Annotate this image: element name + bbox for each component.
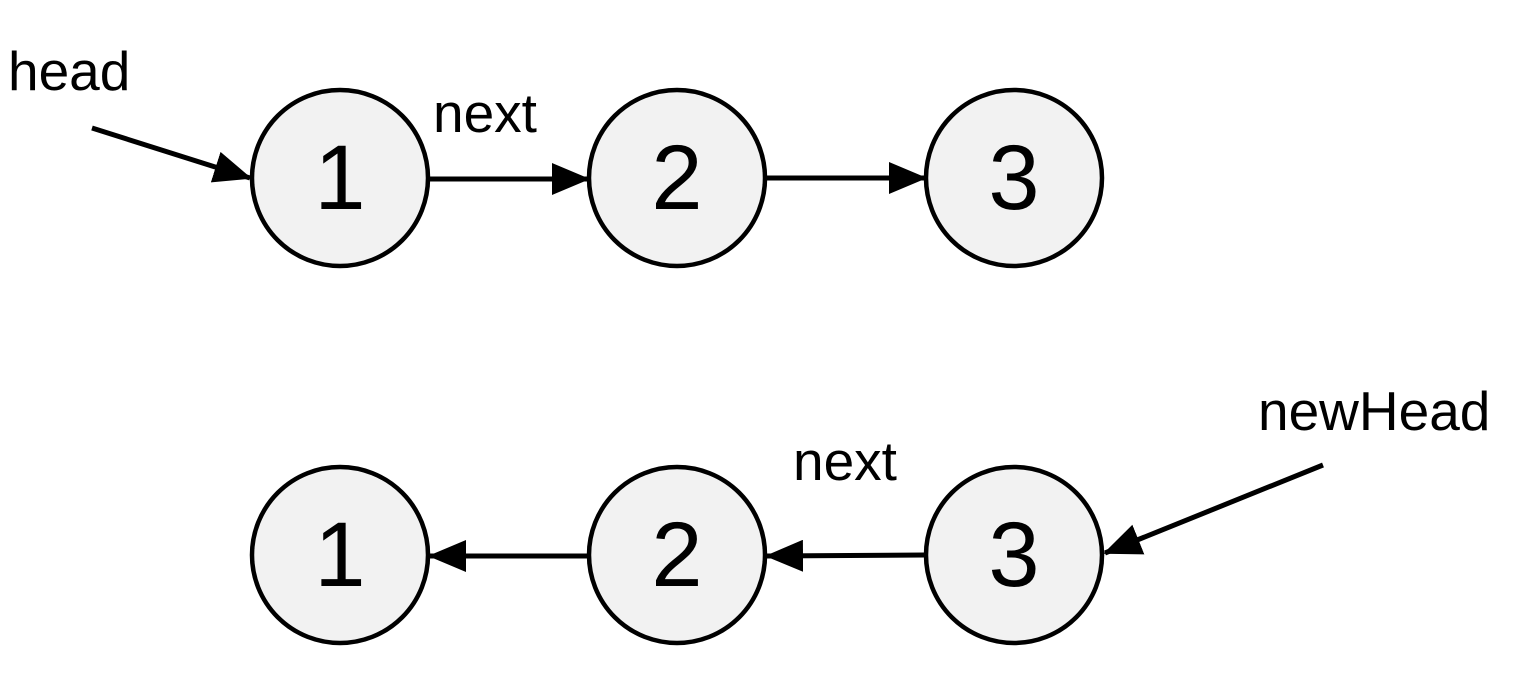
- list-node: 3: [923, 87, 1105, 269]
- node-value: 1: [314, 504, 365, 606]
- list-node: 3: [923, 464, 1105, 646]
- list-node: 2: [586, 464, 768, 646]
- original-list: head next 1 2 3: [8, 40, 1105, 269]
- node-value: 3: [988, 504, 1039, 606]
- next-label-bottom: next: [793, 430, 897, 492]
- new-head-pointer-arrow: [1103, 462, 1324, 556]
- list-node: 2: [586, 87, 768, 269]
- node-value: 2: [651, 127, 702, 229]
- head-pointer-arrow: [91, 125, 252, 183]
- new-head-label: newHead: [1258, 380, 1490, 442]
- node-value: 1: [314, 127, 365, 229]
- list-node: 1: [249, 464, 431, 646]
- next-label-top: next: [433, 82, 537, 144]
- node-value: 3: [988, 127, 1039, 229]
- node-value: 2: [651, 504, 702, 606]
- next-arrow-3-to-2: [765, 539, 926, 572]
- head-label: head: [8, 40, 130, 102]
- reversed-list: newHead next 1 2 3: [249, 380, 1490, 646]
- list-node: 1: [249, 87, 431, 269]
